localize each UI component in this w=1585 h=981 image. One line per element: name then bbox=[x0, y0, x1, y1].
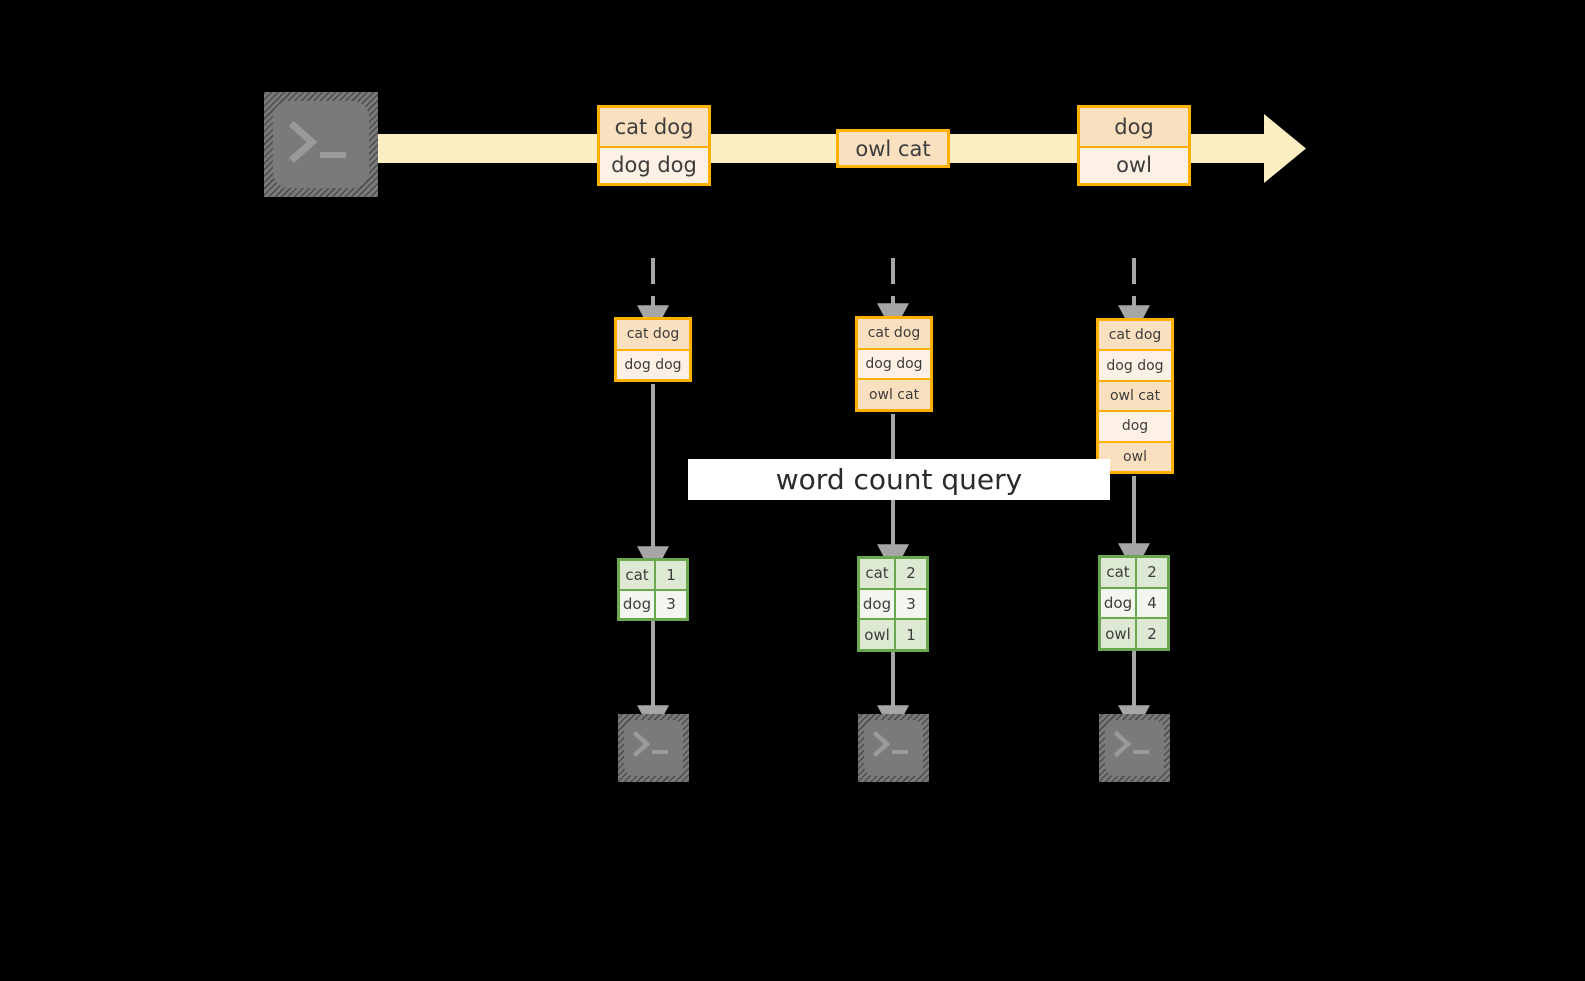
result-table-stage-3: cat 2 dog 4 owl 2 bbox=[1098, 555, 1170, 651]
cell-count: 2 bbox=[1137, 619, 1167, 649]
accumulated-records-stage-3: cat dog dog dog owl cat dog owl bbox=[1096, 318, 1174, 474]
record-line: owl bbox=[1080, 145, 1188, 183]
terminal-screen bbox=[273, 101, 369, 188]
cell-count: 1 bbox=[896, 620, 926, 650]
terminal-icon-sink-3 bbox=[1099, 714, 1170, 782]
list-item: owl cat bbox=[858, 380, 930, 410]
cell-word: owl bbox=[860, 620, 894, 650]
cell-count: 3 bbox=[656, 590, 686, 618]
terminal-prompt-glyph bbox=[289, 121, 346, 163]
terminal-screen bbox=[624, 720, 683, 776]
record-group-3: dog owl bbox=[1077, 105, 1191, 186]
list-item: owl bbox=[1099, 442, 1171, 472]
list-item: owl cat bbox=[1099, 381, 1171, 411]
table-row: dog 3 bbox=[620, 590, 686, 618]
table-row: cat 1 bbox=[620, 561, 686, 589]
table-row: dog 4 bbox=[1101, 588, 1167, 618]
table-row: dog 3 bbox=[860, 589, 926, 619]
cell-word: dog bbox=[860, 589, 894, 619]
list-item: cat dog bbox=[858, 319, 930, 348]
record-line: owl cat bbox=[839, 132, 947, 165]
table-row: owl 2 bbox=[1101, 619, 1167, 649]
cell-count: 4 bbox=[1137, 588, 1167, 618]
terminal-icon-sink-2 bbox=[858, 714, 929, 782]
record-group-1: cat dog dog dog bbox=[597, 105, 711, 186]
table-row: cat 2 bbox=[860, 559, 926, 588]
record-group-2: owl cat bbox=[836, 129, 950, 168]
cell-count: 3 bbox=[896, 589, 926, 619]
terminal-prompt-glyph bbox=[632, 730, 668, 758]
terminal-prompt-glyph bbox=[1113, 730, 1149, 758]
list-item: dog dog bbox=[1099, 351, 1171, 380]
record-line: cat dog bbox=[600, 108, 708, 146]
list-item: cat dog bbox=[617, 320, 689, 349]
cell-word: dog bbox=[620, 590, 654, 618]
list-item: dog dog bbox=[617, 350, 689, 379]
table-row: cat 2 bbox=[1101, 558, 1167, 587]
table-row: owl 1 bbox=[860, 620, 926, 650]
record-line: dog bbox=[1080, 108, 1188, 146]
list-item: dog bbox=[1099, 412, 1171, 441]
terminal-prompt-glyph bbox=[872, 730, 908, 758]
cell-count: 2 bbox=[896, 559, 926, 588]
cell-count: 1 bbox=[656, 561, 686, 589]
list-item: cat dog bbox=[1099, 321, 1171, 350]
cell-word: dog bbox=[1101, 588, 1135, 618]
word-count-query-banner: word count query bbox=[688, 459, 1110, 500]
accumulated-records-stage-2: cat dog dog dog owl cat bbox=[855, 316, 933, 412]
terminal-screen bbox=[864, 720, 923, 776]
record-line: dog dog bbox=[600, 145, 708, 183]
result-table-stage-1: cat 1 dog 3 bbox=[617, 558, 689, 621]
terminal-icon-sink-1 bbox=[618, 714, 689, 782]
cell-count: 2 bbox=[1137, 558, 1167, 587]
cell-word: owl bbox=[1101, 619, 1135, 649]
cell-word: cat bbox=[1101, 558, 1135, 587]
cell-word: cat bbox=[860, 559, 894, 588]
cell-word: cat bbox=[620, 561, 654, 589]
list-item: dog dog bbox=[858, 349, 930, 379]
banner-label: word count query bbox=[775, 463, 1023, 496]
result-table-stage-2: cat 2 dog 3 owl 1 bbox=[857, 556, 929, 652]
terminal-screen bbox=[1105, 720, 1164, 776]
accumulated-records-stage-1: cat dog dog dog bbox=[614, 317, 692, 382]
terminal-icon-source bbox=[264, 92, 378, 197]
